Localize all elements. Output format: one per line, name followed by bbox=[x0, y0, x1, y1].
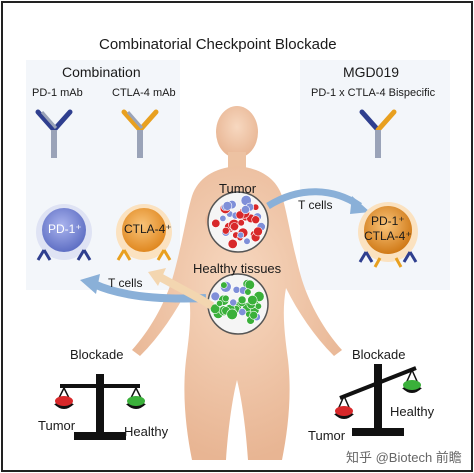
double-positive-cell bbox=[358, 202, 418, 268]
healthy-right-label: Healthy bbox=[390, 404, 435, 419]
tissue-cell bbox=[249, 310, 258, 320]
pd1-cell-label: PD-1⁺ bbox=[48, 222, 82, 236]
tissue-cell bbox=[210, 303, 221, 314]
bispecific-cell-label-1: PD-1⁺ bbox=[371, 214, 405, 228]
tissue-cell bbox=[244, 279, 255, 290]
tissue-cell bbox=[247, 295, 258, 306]
tissue-cell bbox=[226, 308, 238, 320]
tissue-cell bbox=[222, 201, 233, 211]
tissue-cell bbox=[241, 205, 250, 214]
ctla4-mab-label: CTLA-4 mAb bbox=[112, 87, 176, 99]
tissue-cell bbox=[222, 294, 230, 303]
tissue-cell bbox=[210, 291, 221, 302]
healthy-arrow-orange-head bbox=[148, 268, 166, 286]
tissue-cell bbox=[254, 302, 262, 310]
tissue-cell bbox=[232, 285, 241, 294]
tissue-cell bbox=[219, 214, 227, 222]
tumor-left-label: Tumor bbox=[38, 418, 76, 433]
tissue-cell bbox=[211, 218, 221, 228]
mgd019-heading: MGD019 bbox=[343, 64, 400, 80]
tissue-cell bbox=[216, 299, 223, 307]
pd1-antibody-icon bbox=[35, 109, 73, 158]
healthy-arrow-orange bbox=[156, 272, 215, 310]
pd1-mab-label: PD-1 mAb bbox=[32, 87, 83, 99]
blockade-left-label: Blockade bbox=[70, 347, 124, 362]
t-cells-arrow-right-head bbox=[350, 196, 370, 214]
tumor-right-label: Tumor bbox=[308, 428, 346, 443]
tissue-cell bbox=[237, 231, 245, 239]
tissue-cell bbox=[235, 210, 245, 220]
tissue-cell bbox=[253, 226, 263, 237]
tissue-cell bbox=[237, 219, 245, 227]
tissue-cell bbox=[222, 226, 230, 235]
ctla4-cell-label: CTLA-4⁺ bbox=[124, 222, 172, 236]
tissue-cell bbox=[229, 298, 237, 307]
healthy-left-label: Healthy bbox=[124, 424, 169, 439]
bispecific-antibody-icon bbox=[359, 109, 397, 158]
tissue-cell bbox=[251, 215, 260, 224]
tumor-tissue-illustration bbox=[207, 191, 269, 253]
ctla4-positive-cell bbox=[116, 204, 172, 261]
bispecific-cell-label-2: CTLA-4⁺ bbox=[364, 229, 412, 243]
tissue-cell bbox=[227, 238, 238, 249]
healthy-tissue-illustration bbox=[207, 273, 269, 335]
tissue-cell bbox=[244, 288, 252, 296]
t-cells-arrow-right bbox=[266, 188, 362, 209]
tissue-cell bbox=[220, 281, 228, 289]
t-cells-arrow-left-head bbox=[80, 274, 100, 294]
tissue-cell bbox=[243, 237, 251, 245]
tissue-cell bbox=[238, 307, 247, 316]
healthy-tissues-label: Healthy tissues bbox=[193, 261, 282, 276]
bispecific-subheading: PD-1 x CTLA-4 Bispecific bbox=[311, 87, 436, 99]
t-cells-label-right: T cells bbox=[298, 198, 333, 212]
pd1-positive-cell bbox=[36, 204, 92, 261]
tumor-center-label: Tumor bbox=[219, 181, 257, 196]
t-cells-label-left: T cells bbox=[108, 276, 143, 290]
balance-scale-right-icon bbox=[334, 364, 422, 436]
combination-heading: Combination bbox=[62, 64, 141, 80]
tissue-cell bbox=[237, 295, 247, 305]
figure-title: Combinatorial Checkpoint Blockade bbox=[99, 36, 337, 53]
balance-scale-left-icon bbox=[54, 374, 146, 440]
tissue-cell bbox=[230, 222, 239, 231]
blockade-right-label: Blockade bbox=[352, 347, 406, 362]
ctla4-antibody-icon bbox=[121, 109, 159, 158]
watermark: 知乎 @Biotech 前瞻 bbox=[346, 450, 462, 465]
